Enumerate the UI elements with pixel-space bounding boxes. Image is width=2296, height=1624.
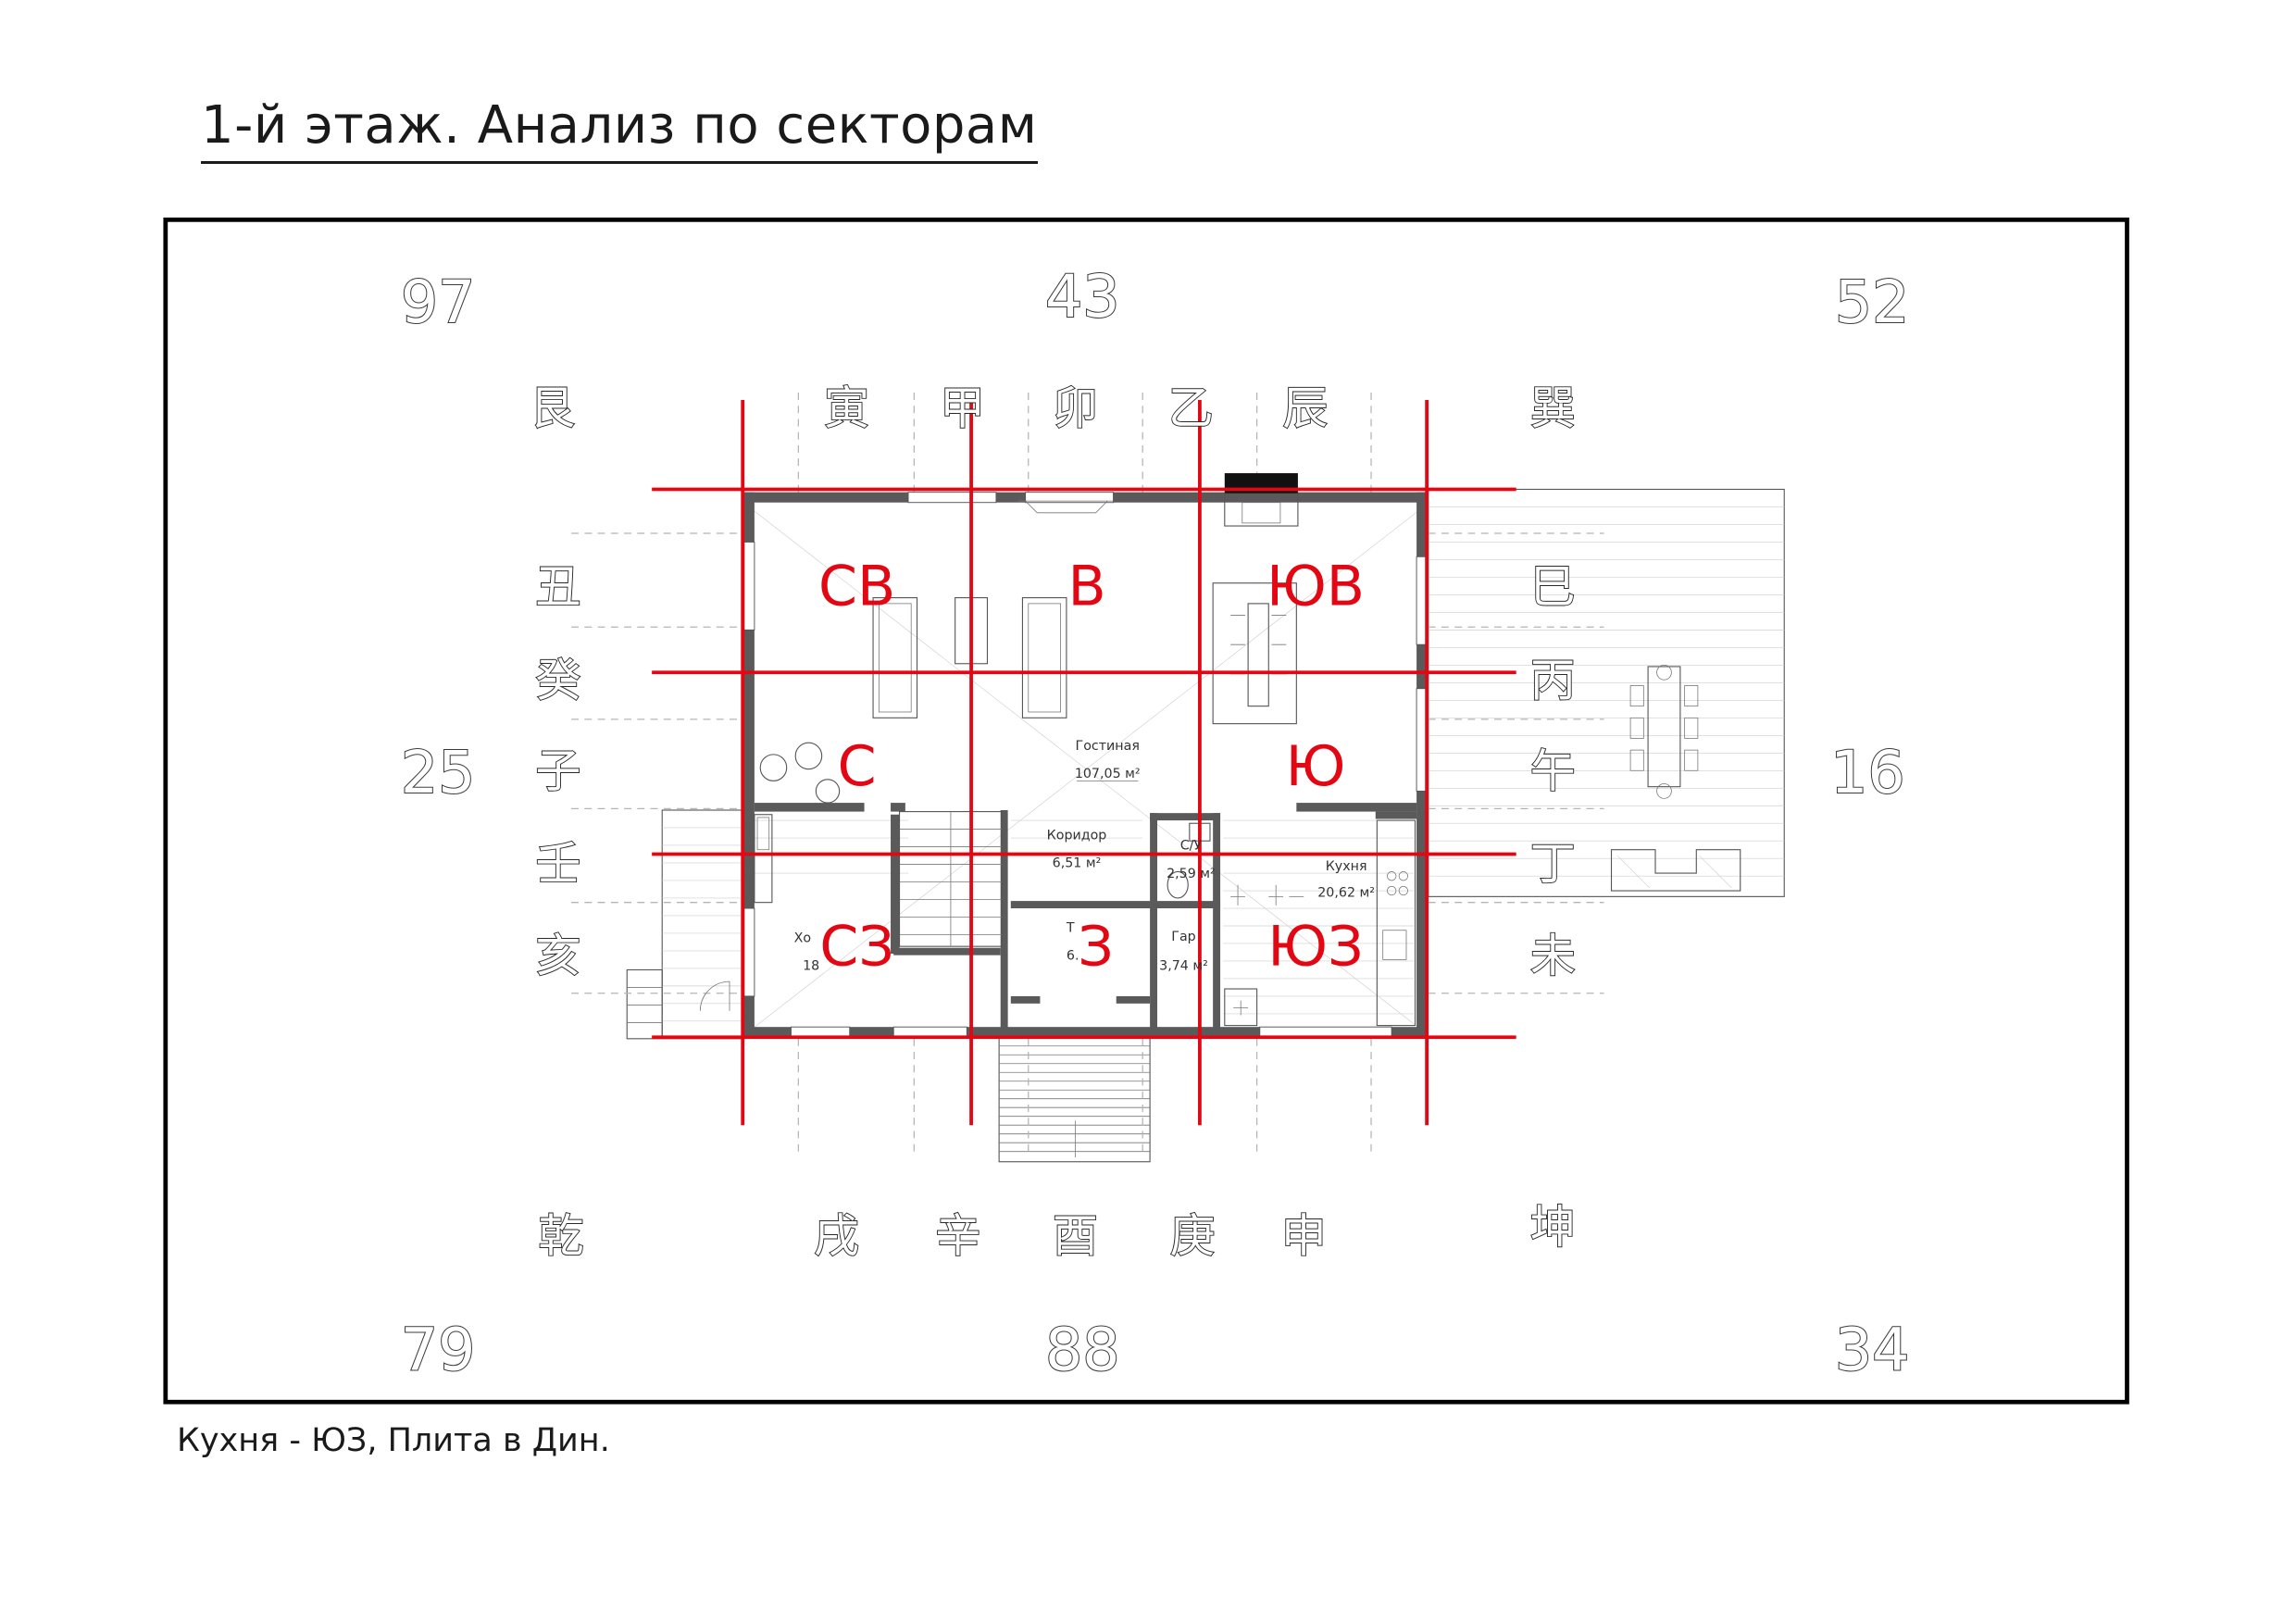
mountain-bottom-1: 乾 (538, 1208, 583, 1262)
room-area-kitchen: 20,62 м² (1317, 885, 1375, 900)
footer-note: Кухня - ЮЗ, Плита в Дин. (177, 1422, 610, 1459)
hall-wardrobe (756, 817, 770, 851)
mountains-top: 艮 寅 甲 卯 乙 辰 巽 (529, 380, 1577, 435)
mountain-right-5: 未 (1530, 929, 1576, 982)
sector-grid (652, 399, 1516, 1126)
page-title: 1-й этаж. Анализ по секторам (201, 100, 1038, 164)
diagram-frame (163, 217, 2129, 1405)
mountain-top-5: 乙 (1168, 381, 1214, 434)
room-area-bathroom: 2,59 м² (1167, 867, 1216, 881)
number-top-right: 52 (1835, 268, 1910, 336)
mountain-bottom-7: 坤 (1530, 1200, 1576, 1254)
sector-labels: СВ В ЮВ С Ю СЗ З ЮЗ (818, 554, 1365, 979)
mountain-right-4: 丁 (1530, 836, 1576, 890)
sector-label-yuz: ЮЗ (1267, 915, 1363, 980)
number-middle-left: 25 (401, 738, 476, 806)
front-steps (998, 1036, 1151, 1163)
mountain-left-2: 癸 (535, 654, 580, 707)
mountains-right: 巳 丙 午 丁 未 (1529, 558, 1577, 983)
sector-label-yuv: ЮВ (1267, 554, 1365, 618)
mountain-left-5: 亥 (535, 929, 580, 982)
number-bottom-center: 88 (1045, 1315, 1120, 1383)
mountain-right-3: 午 (1530, 744, 1576, 798)
room-area-garderobe: 3,74 м² (1159, 958, 1208, 973)
terrace-furniture (1610, 664, 1741, 892)
room-area-corridor: 6,51 м² (1053, 856, 1102, 871)
stairs (898, 811, 1003, 947)
room-name-bathroom: С/У (1180, 839, 1203, 854)
mountain-top-3: 甲 (940, 381, 985, 434)
room-area-living: 107,05 м² (1075, 767, 1141, 781)
sector-label-sz: СЗ (819, 915, 894, 980)
mountain-top-6: 辰 (1282, 381, 1328, 434)
room-name-garderobe: Гар (1171, 930, 1195, 944)
mountain-left-3: 子 (535, 744, 580, 798)
mountain-left-1: 丑 (535, 559, 580, 613)
room-name-corridor: Коридор (1047, 829, 1107, 843)
mountain-top-2: 寅 (824, 381, 869, 434)
left-terrace (626, 809, 745, 1040)
hall-bench (754, 814, 773, 904)
sector-label-v: В (1067, 554, 1105, 618)
number-bottom-left: 79 (401, 1315, 476, 1383)
mountain-left-4: 壬 (535, 836, 580, 890)
number-top-left: 97 (401, 268, 476, 336)
mountain-right-1: 巳 (1530, 559, 1576, 613)
room-name-kitchen: Кухня (1326, 859, 1367, 874)
right-terrace (1428, 488, 1785, 897)
mountain-top-1: 艮 (530, 381, 575, 434)
sector-label-yu: Ю (1285, 734, 1345, 799)
kitchen-fixtures (1224, 819, 1416, 1027)
mountain-right-2: 丙 (1530, 654, 1576, 707)
mountain-bottom-6: 申 (1281, 1208, 1327, 1262)
mountains-bottom: 乾 戌 辛 酉 庚 申 坤 (538, 1199, 1577, 1263)
mountain-bottom-2: 戌 (814, 1208, 859, 1262)
number-top-center: 43 (1045, 262, 1120, 331)
mountain-bottom-3: 辛 (935, 1208, 980, 1262)
mountain-bottom-4: 酉 (1053, 1208, 1098, 1262)
sector-label-sv: СВ (818, 554, 895, 618)
number-middle-right: 16 (1830, 738, 1905, 806)
room-area-toilet: 6. (1067, 948, 1079, 963)
room-name-hall: Хо (794, 931, 811, 945)
entry-door (699, 981, 730, 1011)
room-area-hall: 18 (803, 958, 819, 973)
tv-unit (1017, 500, 1114, 514)
room-name-toilet: Т (1066, 920, 1075, 935)
sector-label-s: С (838, 734, 877, 799)
corner-numbers: 97 43 52 25 16 79 88 34 (400, 261, 1911, 1385)
room-labels: Гостиная 107,05 м² Коридор 6,51 м² С/У 2… (794, 739, 1375, 973)
mountains-left: 丑 癸 子 壬 亥 (534, 558, 581, 983)
mountain-top-7: 巽 (1530, 381, 1576, 434)
sector-label-z: З (1078, 915, 1114, 980)
room-name-living: Гостиная (1076, 739, 1140, 754)
floor-plan (699, 473, 1741, 1038)
number-bottom-right: 34 (1835, 1315, 1910, 1383)
mountain-top-4: 卯 (1053, 381, 1098, 434)
mountain-bottom-5: 庚 (1169, 1208, 1215, 1262)
